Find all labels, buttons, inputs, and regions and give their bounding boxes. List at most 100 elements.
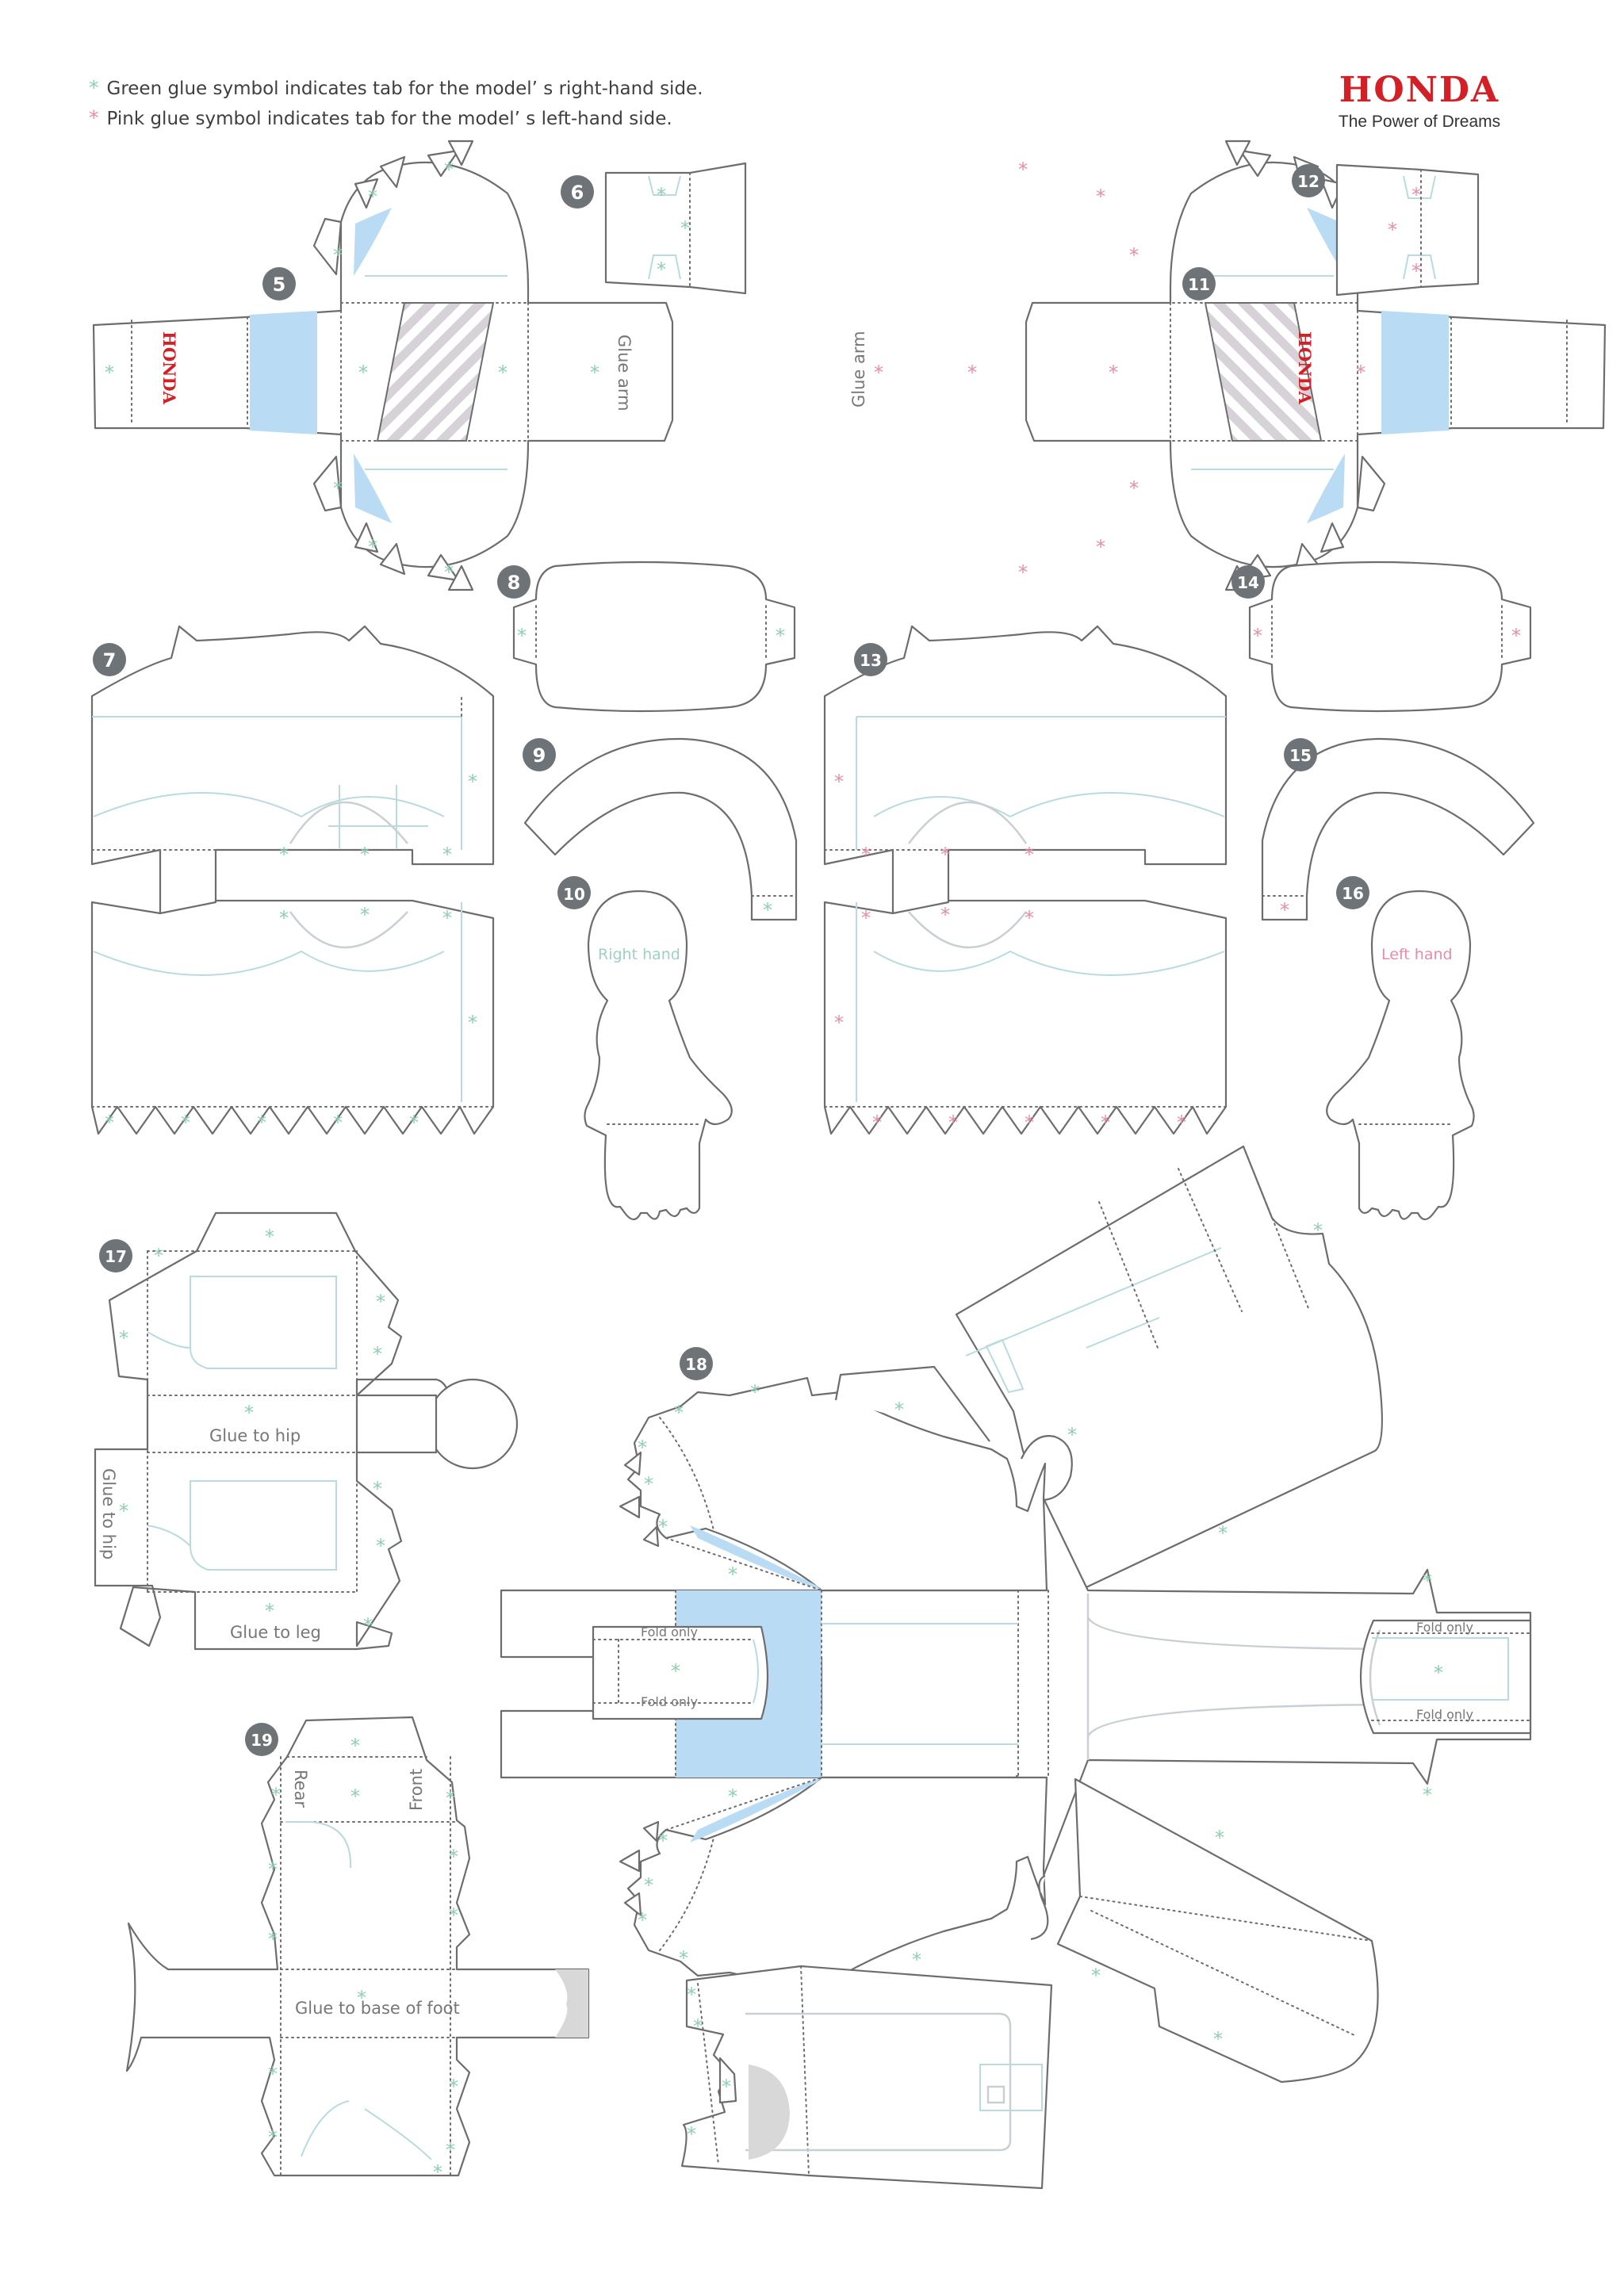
badge-10: 10 [557, 876, 591, 909]
glue-symbol: * [1096, 186, 1105, 208]
piece-5-shoulder-right: HONDA Glue arm * * * * * * * * * * [92, 140, 674, 591]
glue-symbol: * [1101, 1112, 1110, 1134]
glue-symbol: * [360, 904, 370, 926]
glue-symbol: * [1423, 1570, 1432, 1592]
pink-glue-symbol: * [89, 106, 99, 129]
glue-symbol: * [967, 362, 977, 384]
glue-symbol: * [834, 771, 844, 793]
glue-symbol: * [1091, 1965, 1101, 1987]
glue-symbol: * [409, 1112, 419, 1134]
glue-symbol: * [1129, 477, 1139, 499]
piece-12: * * * [1335, 163, 1480, 297]
legend-pink: *Pink glue symbol indicates tab for the … [89, 108, 672, 128]
glue-symbol: * [1177, 1112, 1186, 1134]
glue-symbol: * [644, 1473, 653, 1495]
glue-symbol: * [1434, 1662, 1443, 1684]
piece-15-arc: * [1261, 737, 1535, 921]
badge-8-text: 8 [508, 572, 521, 594]
arm-brand-label-right: HONDA [159, 331, 179, 405]
glue-symbol: * [498, 362, 508, 384]
glue-symbol: * [1213, 2028, 1223, 2050]
piece-17: Glue to hip Glue to hip Glue to leg * * … [94, 1211, 519, 1651]
badge-19-text: 19 [251, 1731, 273, 1750]
fold-only-label: Fold only [1416, 1707, 1473, 1722]
badge-7: 7 [93, 643, 126, 676]
glue-symbol: * [350, 1785, 360, 1808]
glue-to-hip-label: Glue to hip [209, 1426, 301, 1445]
badge-15: 15 [1284, 738, 1317, 771]
glue-symbol: * [1096, 536, 1105, 558]
glue-symbol: * [271, 1784, 281, 1806]
glue-symbol: * [1218, 1522, 1228, 1544]
glue-symbol: * [446, 1787, 455, 1809]
glue-symbol: * [776, 625, 785, 647]
glue-symbol: * [658, 1516, 668, 1538]
glue-symbol: * [679, 1947, 688, 1969]
glue-symbol: * [1025, 1112, 1034, 1134]
glue-symbol: * [687, 2123, 696, 2145]
glue-symbol: * [279, 844, 289, 866]
legend-green-text: Green glue symbol indicates tab for the … [106, 78, 703, 99]
glue-symbol: * [517, 625, 527, 647]
badge-15-text: 15 [1289, 746, 1312, 765]
glue-symbol: * [268, 2126, 278, 2149]
glue-symbol: * [763, 899, 772, 921]
badge-6: 6 [561, 175, 594, 209]
badge-5-text: 5 [273, 274, 286, 296]
badge-10-text: 10 [563, 885, 585, 904]
glue-symbol: * [449, 2076, 458, 2098]
glue-symbol: * [257, 1112, 266, 1134]
piece-10-right-hand: Right hand [584, 890, 733, 1221]
glue-symbol: * [1280, 899, 1289, 921]
glue-symbol: * [244, 1402, 254, 1424]
glue-symbol: * [671, 1660, 680, 1682]
glue-symbol: * [376, 1535, 385, 1557]
glue-symbol: * [333, 477, 343, 499]
glue-arm-label-left: Glue arm [849, 331, 868, 408]
badge-14-text: 14 [1237, 573, 1259, 592]
glue-symbol: * [1025, 844, 1034, 866]
glue-symbol: * [449, 1846, 458, 1868]
glue-symbol: * [373, 1478, 382, 1500]
glue-symbol: * [333, 1112, 343, 1134]
glue-symbol: * [446, 2139, 455, 2161]
glue-symbol: * [1356, 362, 1365, 384]
glue-symbol: * [265, 1600, 274, 1622]
glue-symbol: * [644, 1874, 653, 1896]
right-hand-label: Right hand [598, 946, 680, 963]
glue-symbol: * [1067, 1424, 1077, 1446]
glue-symbol: * [444, 159, 454, 181]
glue-symbol: * [894, 1399, 904, 1421]
glue-symbol: * [442, 844, 452, 866]
glue-symbol: * [350, 1735, 360, 1757]
glue-symbol: * [105, 362, 114, 384]
glue-symbol: * [268, 1928, 278, 1950]
glue-symbol: * [590, 362, 599, 384]
badge-6-text: 6 [571, 182, 584, 204]
badge-8: 8 [497, 565, 530, 599]
glue-symbol: * [119, 1327, 128, 1349]
honda-logo: HONDA The Power of Dreams [1300, 73, 1538, 132]
glue-symbol: * [444, 561, 454, 584]
badge-16: 16 [1336, 876, 1369, 909]
glue-symbol: * [368, 186, 377, 208]
badge-18-text: 18 [685, 1355, 707, 1374]
badge-12-text: 12 [1297, 172, 1320, 191]
badge-19: 19 [245, 1723, 278, 1756]
glue-symbol: * [468, 1012, 477, 1034]
badge-12: 12 [1292, 164, 1325, 197]
glue-symbol: * [268, 2063, 278, 2085]
glue-symbol: * [360, 844, 370, 866]
glue-symbol: * [376, 1291, 385, 1313]
fold-only-label: Fold only [641, 1694, 698, 1709]
glue-symbol: * [449, 1904, 458, 1927]
glue-to-leg-label: Glue to leg [230, 1623, 321, 1642]
glue-symbol: * [861, 907, 871, 929]
glue-arm-label-right: Glue arm [615, 335, 634, 411]
badge-18: 18 [680, 1347, 713, 1380]
green-glue-symbol: * [89, 76, 99, 99]
glue-to-hip-label-vertical: Glue to hip [99, 1468, 118, 1559]
rear-label: Rear [291, 1770, 310, 1808]
left-hand-label: Left hand [1381, 946, 1453, 963]
piece-7-torso: * * * * * * * * * * * * * [90, 625, 495, 1135]
